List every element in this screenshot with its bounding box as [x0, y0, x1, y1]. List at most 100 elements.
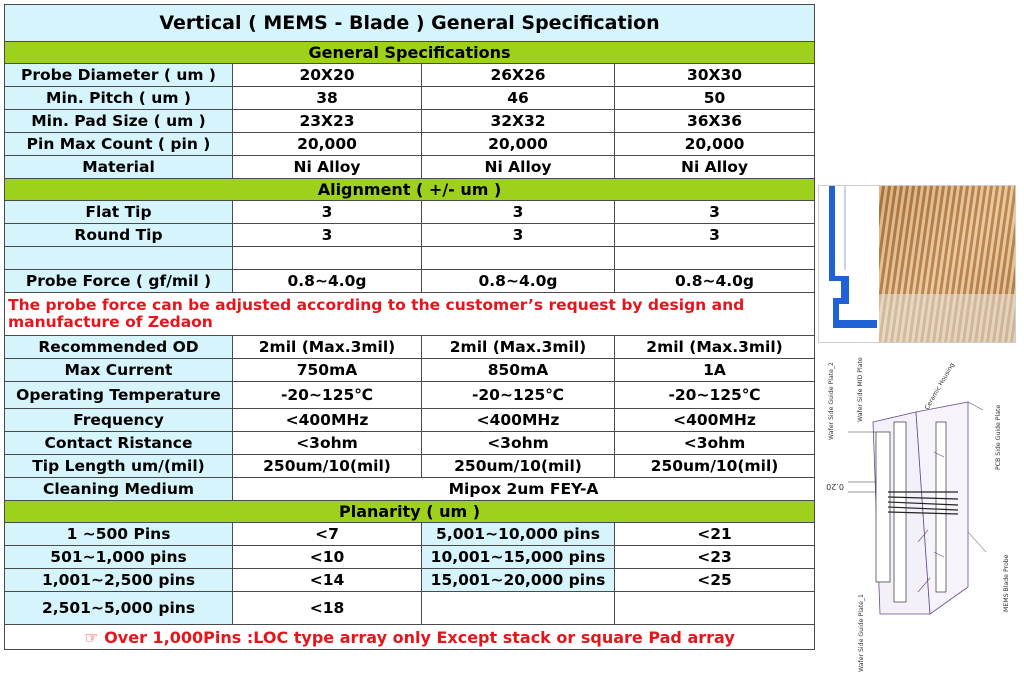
cross-section-diagram: Wafer Side Guide Plate_2 Wafer Side MID … [818, 352, 1018, 687]
pin-range: 10,001~15,000 pins [421, 545, 615, 569]
cell-value: 30X30 [613, 63, 816, 87]
probe-photo-graphic [819, 186, 1015, 342]
table-row: Min. Pad Size ( um ) 23X23 32X32 36X36 [4, 109, 816, 133]
hatch-line [933, 551, 945, 558]
label-dimension: 0.20 [826, 482, 844, 491]
label-wafer-guide-2: Wafer Side Guide Plate_2 [828, 362, 835, 440]
cell-value: 2mil (Max.3mil) [613, 335, 816, 359]
pin-range: 2,501~5,000 pins [4, 591, 233, 625]
row-label: Min. Pad Size ( um ) [4, 109, 233, 133]
pin-range [421, 591, 615, 625]
table-row: Cleaning Medium Mipox 2um FEY-A [4, 477, 816, 501]
row-label: Flat Tip [4, 200, 233, 224]
cell-value: -20~125℃ [421, 381, 615, 409]
table-row: Flat Tip 3 3 3 [4, 200, 816, 224]
probe-line [887, 501, 959, 506]
table-row: Max Current 750mA 850mA 1A [4, 358, 816, 382]
cell-value: Mipox 2um FEY-A [231, 477, 816, 501]
cell-value: 3 [613, 223, 816, 247]
page-title: Vertical ( MEMS - Blade ) General Specif… [3, 4, 816, 42]
cell-value: -20~125℃ [232, 381, 422, 409]
row-label: Recommended OD [4, 335, 233, 359]
table-row: 501~1,000 pins <10 10,001~15,000 pins <2… [4, 545, 816, 569]
row-label: Pin Max Count ( pin ) [4, 132, 233, 156]
table-row: 1 ~500 Pins <7 5,001~10,000 pins <21 [4, 522, 816, 546]
hatch-line [917, 529, 929, 543]
table-row: Probe Force ( gf/mil ) 0.8~4.0g 0.8~4.0g… [4, 269, 816, 293]
housing-profile [829, 186, 877, 328]
cell-value: <400MHz [421, 408, 615, 432]
cell-value: 26X26 [421, 63, 615, 87]
cell-value: 3 [421, 200, 615, 224]
row-label: Round Tip [4, 223, 233, 247]
wafer-plate-2 [875, 431, 891, 583]
label-wafer-mid: Wafer Side MID Plate [857, 357, 864, 422]
table-row: Probe Diameter ( um ) 20X20 26X26 30X30 [4, 63, 816, 87]
row-label: Material [4, 155, 233, 179]
probe-tip-zone [879, 294, 1015, 342]
cell-value: <400MHz [232, 408, 422, 432]
cell-value: 750mA [232, 358, 422, 382]
row-label: Operating Temperature [4, 381, 233, 409]
label-mems-probe: MEMS Blade Probe [1003, 554, 1010, 612]
cell-value: Ni Alloy [421, 155, 615, 179]
empty-cell [613, 246, 816, 270]
pin-range: 1,001~2,500 pins [4, 568, 233, 592]
cell-value: 250um/10(mil) [421, 454, 615, 478]
cell-value: 250um/10(mil) [232, 454, 422, 478]
table-row: Pin Max Count ( pin ) 20,000 20,000 20,0… [4, 132, 816, 156]
section-alignment: Alignment ( +/- um ) [3, 178, 816, 201]
planarity-value: <10 [232, 545, 422, 569]
pin-range: 15,001~20,000 pins [421, 568, 615, 592]
row-label: Frequency [4, 408, 233, 432]
cell-value: Ni Alloy [232, 155, 422, 179]
table-row: Tip Length um/(mil) 250um/10(mil) 250um/… [4, 454, 816, 478]
row-label: Probe Force ( gf/mil ) [4, 269, 233, 293]
row-label: Min. Pitch ( um ) [4, 86, 233, 110]
cell-value: 3 [613, 200, 816, 224]
cell-value: <3ohm [613, 431, 816, 455]
cell-value: 32X32 [421, 109, 615, 133]
cell-value: 3 [232, 200, 422, 224]
leader-line [967, 401, 984, 411]
empty-cell [232, 246, 422, 270]
table-row: Material Ni Alloy Ni Alloy Ni Alloy [4, 155, 816, 179]
cross-section-graphic: Wafer Side Guide Plate_2 Wafer Side MID … [826, 357, 1010, 672]
cell-value: 50 [613, 86, 816, 110]
probe-line [887, 496, 959, 500]
table-row: 2,501~5,000 pins <18 [4, 591, 816, 625]
planarity-value: <23 [613, 545, 816, 569]
cell-value: 250um/10(mil) [613, 454, 816, 478]
cell-value: 20,000 [421, 132, 615, 156]
cell-value: 46 [421, 86, 615, 110]
probe-photo [818, 185, 1016, 343]
cell-value: 0.8~4.0g [232, 269, 422, 293]
leader-line [967, 531, 987, 553]
table-row-empty [4, 246, 816, 270]
planarity-value: <14 [232, 568, 422, 592]
table-row: Contact Ristance <3ohm <3ohm <3ohm [4, 431, 816, 455]
cell-value: Ni Alloy [613, 155, 816, 179]
probe-line [887, 511, 959, 515]
row-label: Cleaning Medium [4, 477, 233, 501]
pin-range: 1 ~500 Pins [4, 522, 233, 546]
table-row: Min. Pitch ( um ) 38 46 50 [4, 86, 816, 110]
table-row: Frequency <400MHz <400MHz <400MHz [4, 408, 816, 432]
pcb-guide-plate [935, 421, 947, 593]
hatch-line [933, 451, 945, 458]
table-row: Recommended OD 2mil (Max.3mil) 2mil (Max… [4, 335, 816, 359]
table-row: 1,001~2,500 pins <14 15,001~20,000 pins … [4, 568, 816, 592]
cell-value: 38 [232, 86, 422, 110]
cell-value: 3 [421, 223, 615, 247]
cell-value: 23X23 [232, 109, 422, 133]
cell-value: 1A [613, 358, 816, 382]
probe-line [887, 506, 959, 511]
planarity-value: <7 [232, 522, 422, 546]
hatch-line [917, 577, 931, 593]
label-pcb-guide: PCB Side Guide Plate [995, 405, 1002, 470]
cell-value: 0.8~4.0g [613, 269, 816, 293]
row-label: Contact Ristance [4, 431, 233, 455]
cell-value: <3ohm [232, 431, 422, 455]
cell-value: 2mil (Max.3mil) [421, 335, 615, 359]
cell-value: <400MHz [613, 408, 816, 432]
